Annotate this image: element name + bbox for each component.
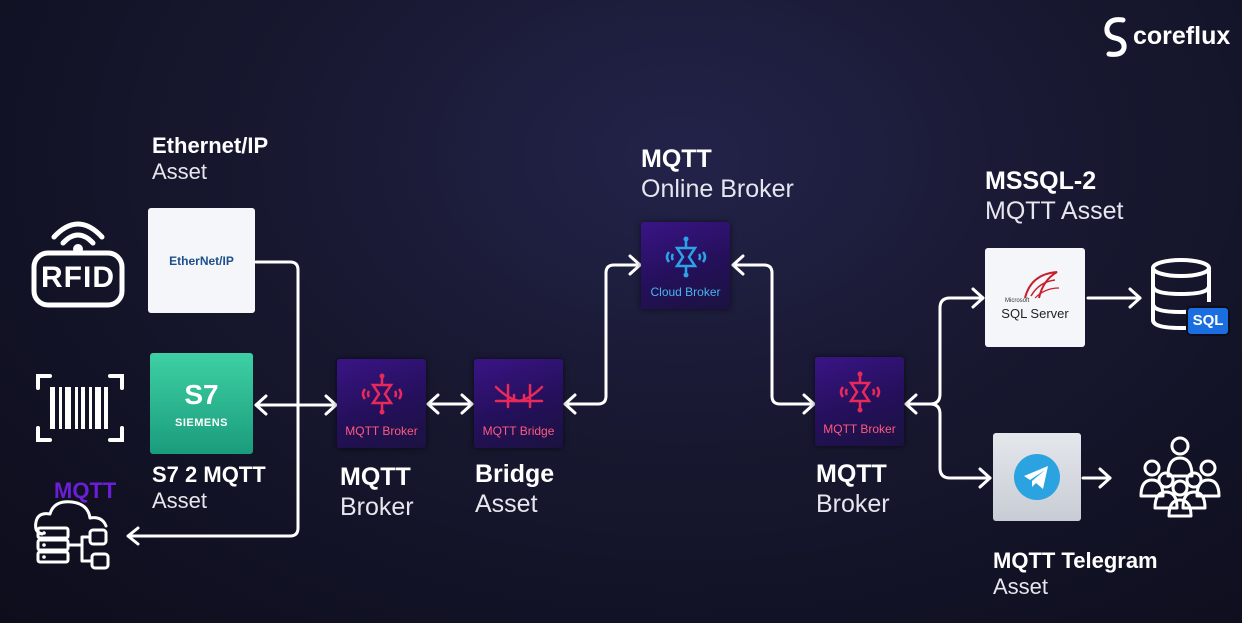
s7-label: S7 2 MQTT Asset — [152, 462, 266, 515]
barcode-icon — [36, 374, 124, 442]
cloud-broker-node[interactable]: Cloud Broker — [641, 222, 730, 309]
sql-badge-text: SQL — [1192, 312, 1224, 329]
coreflux-logo-icon — [1104, 17, 1127, 57]
broker-icon — [839, 371, 880, 413]
database-icon: SQL — [1150, 258, 1230, 336]
online-broker-title: MQTT — [641, 145, 712, 173]
mqtt-cloud-device: MQTT — [32, 478, 118, 574]
cloud-caption: Cloud Broker — [650, 285, 721, 299]
rfid-text: RFID — [41, 261, 115, 294]
broker1-title: MQTT — [340, 463, 411, 491]
sql-badge: SQL — [1186, 306, 1230, 336]
online-broker-label: MQTT Online Broker — [641, 144, 794, 204]
mqtt-broker-node-2[interactable]: MQTT Broker — [815, 357, 904, 446]
mssql-subtitle: MQTT Asset — [985, 197, 1124, 225]
telegram-icon — [1014, 454, 1060, 500]
telegram-box[interactable] — [993, 433, 1081, 521]
telegram-label: MQTT Telegram Asset — [993, 548, 1158, 601]
telegram-title: MQTT Telegram — [993, 548, 1158, 573]
broker1-label: MQTT Broker — [340, 462, 414, 522]
s7-box[interactable]: S7 SIEMENS — [150, 353, 253, 454]
broker2-label: MQTT Broker — [816, 459, 890, 519]
sql-server-logo-text: SQL Server — [1001, 306, 1069, 321]
ethernet-subtitle: Asset — [152, 159, 208, 185]
broker2-title: MQTT — [816, 460, 887, 488]
rfid-icon: RFID — [30, 213, 126, 308]
coreflux-brand-text: coreflux — [1133, 22, 1231, 50]
sql-server-box[interactable]: Microsoft SQL Server — [985, 248, 1085, 347]
cloud-broker-icon — [665, 236, 706, 278]
telegram-subtitle: Asset — [993, 574, 1049, 600]
rfid-waves-icon — [31, 221, 125, 308]
broker1-subtitle: Broker — [340, 493, 414, 521]
bridge-subtitle: Asset — [475, 490, 538, 518]
mqtt-broker-node-1[interactable]: MQTT Broker — [337, 359, 426, 448]
sql-server-small-text: Microsoft — [1005, 298, 1030, 304]
ethernet-ip-box[interactable]: EtherNet/IP — [148, 208, 255, 313]
coreflux-logo: coreflux — [1103, 14, 1233, 60]
s7-logo: S7 — [184, 379, 219, 410]
bridge-title: Bridge — [475, 460, 555, 488]
s7-title: S7 2 MQTT — [152, 462, 266, 487]
users-group-icon — [1139, 436, 1221, 518]
broker-icon — [361, 373, 402, 415]
broker1-caption: MQTT Broker — [345, 424, 418, 438]
ethernet-ip-logo: EtherNet/IP — [169, 254, 234, 268]
ethernet-label: Ethernet/IP Asset — [152, 133, 268, 186]
bridge-icon — [494, 383, 543, 409]
s7-subtitle: Asset — [152, 488, 208, 514]
ethernet-title: Ethernet/IP — [152, 133, 269, 158]
online-broker-subtitle: Online Broker — [641, 175, 794, 203]
mqtt-bridge-node[interactable]: MQTT Bridge — [474, 359, 563, 448]
bridge-label: Bridge Asset — [475, 459, 554, 519]
bridge-caption: MQTT Bridge — [482, 424, 555, 438]
broker2-caption: MQTT Broker — [823, 422, 896, 436]
mssql-title: MSSQL-2 — [985, 167, 1097, 195]
sql-server-logo-icon — [1024, 271, 1060, 299]
mssql-label: MSSQL-2 MQTT Asset — [985, 166, 1123, 226]
cloud-server-icon — [34, 500, 110, 570]
broker2-subtitle: Broker — [816, 490, 890, 518]
siemens-logo: SIEMENS — [174, 417, 228, 429]
mqtt-purple-text: MQTT — [54, 478, 117, 503]
